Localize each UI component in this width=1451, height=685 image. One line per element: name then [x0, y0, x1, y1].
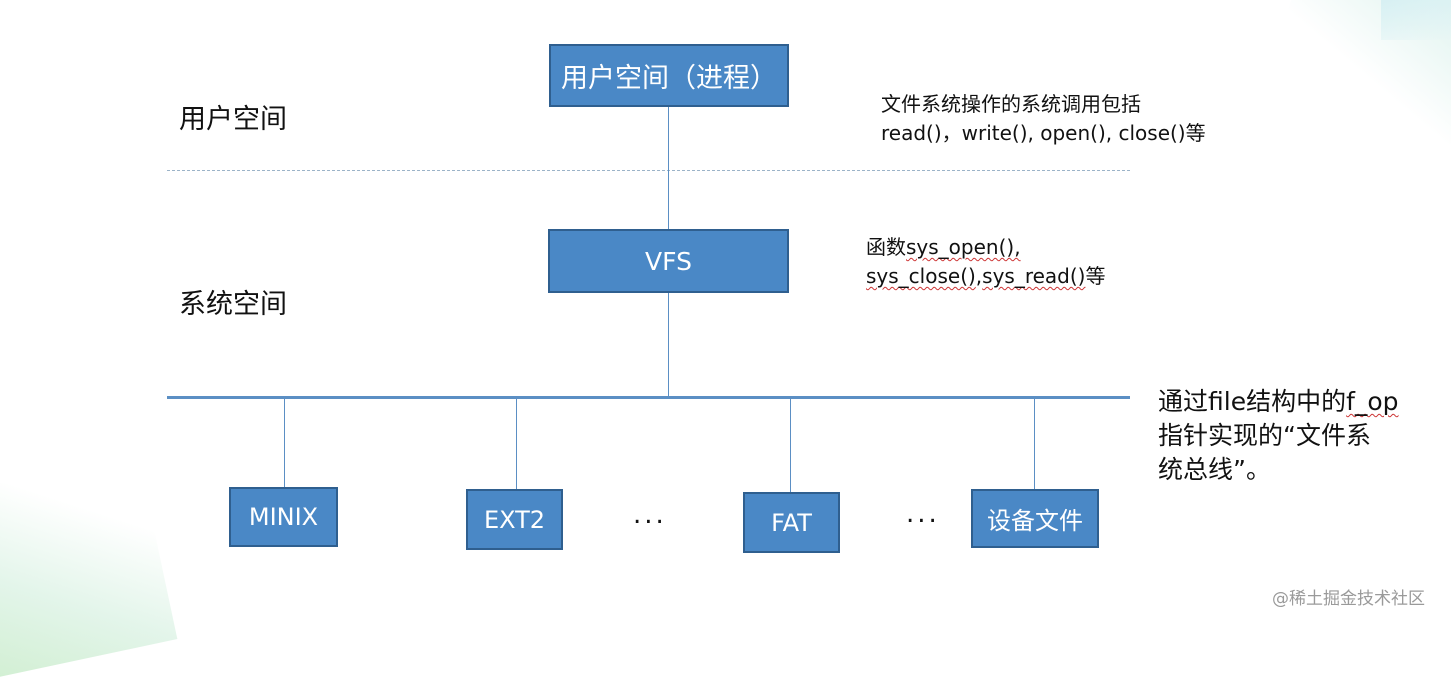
- device-file-label: 设备文件: [987, 507, 1083, 535]
- connector-process-to-vfs: [668, 106, 669, 231]
- file-system-bus-note: 通过file结构中的f_op 指针实现的“文件系 统总线”。: [1158, 385, 1399, 487]
- watermark: @稀土掘金技术社区: [1272, 589, 1425, 609]
- bus-note-line2: 指针实现的“文件系: [1158, 421, 1371, 450]
- connector-bus-to-fat: [790, 399, 791, 493]
- user-space-label: 用户空间: [179, 104, 287, 135]
- bus-note-line1: 通过file结构中的f_op: [1158, 385, 1399, 419]
- bus-note-line3: 统总线”。: [1158, 455, 1271, 484]
- vfs-note-line1: 函数sys_open(),: [866, 233, 1105, 262]
- connector-bus-to-ext2: [516, 399, 517, 490]
- syscall-note-line2: read()，write(), open(), close()等: [881, 121, 1206, 145]
- vfs-note-prefix: 函数: [866, 235, 906, 259]
- vfs-functions-note: 函数sys_open(), sys_close(),sys_read()等: [866, 233, 1105, 291]
- vfs-note-line2: sys_close(),sys_read()等: [866, 262, 1105, 291]
- user-system-divider: [167, 170, 1130, 171]
- ext2-label: EXT2: [483, 505, 546, 534]
- vfs-label: VFS: [645, 246, 692, 276]
- system-space-label: 系统空间: [179, 289, 287, 320]
- bus-note-line1-text: 通过file结构中的: [1158, 387, 1347, 416]
- user-process-label: 用户空间（进程）: [561, 63, 777, 94]
- device-file-box: 设备文件: [971, 489, 1099, 548]
- fat-box: FAT: [743, 492, 840, 553]
- user-process-box: 用户空间（进程）: [549, 44, 789, 107]
- connector-vfs-to-bus: [668, 292, 669, 397]
- file-system-bus: [167, 396, 1130, 399]
- connector-bus-to-minix: [284, 399, 285, 488]
- vfs-note-sys-close: sys_close(): [866, 264, 976, 288]
- ellipsis-1: ...: [633, 500, 667, 530]
- syscall-note-line1: 文件系统操作的系统调用包括: [881, 92, 1141, 116]
- vfs-note-comma: ,: [975, 264, 983, 288]
- minix-label: MINIX: [248, 503, 319, 531]
- fat-label: FAT: [771, 508, 812, 537]
- ellipsis-2: ...: [906, 499, 940, 529]
- corner-decoration-bottom-left: [0, 453, 178, 685]
- bus-note-f-op: f_op: [1346, 387, 1399, 416]
- vfs-note-suffix: 等: [1085, 264, 1106, 288]
- vfs-box: VFS: [548, 229, 789, 293]
- corner-decoration-top-right-accent: [1381, 0, 1451, 40]
- ext2-box: EXT2: [466, 489, 563, 550]
- vfs-note-sys-read: sys_read(): [982, 264, 1086, 288]
- connector-bus-to-device-file: [1034, 399, 1035, 490]
- syscall-note: 文件系统操作的系统调用包括 read()，write(), open(), cl…: [881, 90, 1206, 148]
- minix-box: MINIX: [229, 487, 338, 547]
- vfs-note-sys-open: sys_open(),: [906, 235, 1021, 259]
